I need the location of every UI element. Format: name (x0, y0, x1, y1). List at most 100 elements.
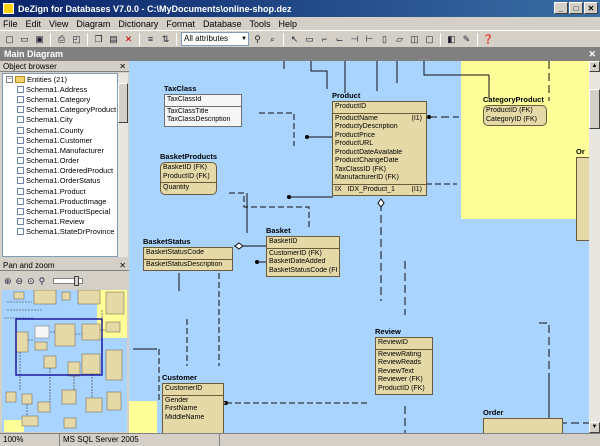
close-button[interactable]: ✕ (584, 2, 598, 14)
diagram-tab[interactable]: Main Diagram (4, 49, 64, 59)
tree-item[interactable]: +Schema1.OrderStatus (3, 176, 117, 186)
attribute-section: CustomerID (FK) BasketDateAdded BasketSt… (267, 249, 339, 277)
zoom-in-icon[interactable]: ⊕ (4, 275, 12, 286)
close-browser-icon[interactable]: ✕ (119, 62, 126, 71)
rectangle-tool-icon[interactable]: ▢ (425, 33, 434, 44)
close-diagram-icon[interactable]: ✕ (588, 49, 596, 59)
entity-box: BasketID (FK) ProductID (FK) Quantity (160, 162, 217, 195)
save-icon[interactable]: ▣ (35, 33, 44, 44)
tree-item[interactable]: +Schema1.Review (3, 217, 117, 227)
tree-item-label: Schema1.Review (26, 217, 85, 227)
entity-review[interactable]: Review ReviewID ReviewRating ReviewReads… (375, 327, 433, 395)
attribute-filter-dropdown[interactable]: All attributes (181, 32, 249, 46)
view-tool-icon[interactable]: ▯ (382, 33, 387, 44)
zoom-slider-knob[interactable] (74, 276, 80, 286)
scroll-thumb[interactable] (589, 89, 600, 129)
tree-item[interactable]: +Schema1.StateDrProvince (3, 227, 117, 237)
menu-view[interactable]: View (49, 18, 69, 29)
tree-item-label: Schema1.OrderedProduct (26, 166, 114, 176)
entity-basketstatus[interactable]: BasketStatus BasketStatusCode BasketStat… (143, 237, 233, 271)
zoom-tool-icon[interactable]: ⚲ (254, 33, 261, 44)
entity-order[interactable]: Order (483, 408, 563, 433)
open-folder-icon[interactable]: ▭ (20, 33, 29, 44)
maximize-button[interactable]: □ (569, 2, 583, 14)
scroll-up-icon[interactable]: ▲ (589, 61, 600, 72)
entity-product[interactable]: Product ProductID ProductName(I1) Produc… (332, 91, 427, 196)
canvas-scrollbar[interactable]: ▲ ▼ (589, 61, 600, 433)
zoom-fit-icon[interactable]: ⊙ (27, 275, 35, 286)
tree-item[interactable]: +Schema1.Customer (3, 135, 117, 145)
zoom-slider[interactable] (53, 276, 84, 286)
tree-item[interactable]: +Schema1.ProductSpecial (3, 206, 117, 216)
entity-customer[interactable]: Customer CustomerID Gender FirstName Mid… (162, 373, 224, 433)
align-icon[interactable]: ≡ (147, 33, 154, 44)
menu-format[interactable]: Format (166, 18, 195, 29)
attribute-row: Reviewer (FK) (378, 376, 423, 383)
entity-name: Product (332, 91, 361, 100)
tree-item-label: Schema1.ProductSpecial (26, 207, 111, 217)
delete-icon[interactable]: ✕ (124, 33, 133, 44)
tree-item[interactable]: +Schema1.Order (3, 156, 117, 166)
print-icon[interactable]: ⎙ (57, 33, 66, 44)
entity-icon (17, 116, 24, 124)
tree-item[interactable]: +Schema1.Product (3, 186, 117, 196)
entity-tool-icon[interactable]: ▭ (305, 33, 314, 44)
menu-database[interactable]: Database (202, 18, 242, 29)
pan-zoom-title: Pan and zoom (3, 261, 55, 270)
attribute-row: Quantity (163, 184, 190, 191)
relation-link-icon[interactable]: ⊣ (350, 33, 359, 44)
diagram-canvas[interactable]: TaxClass TaxClassId TaxClassTitle TaxCla… (129, 61, 589, 433)
scroll-thumb[interactable] (118, 83, 128, 123)
menu-edit[interactable]: Edit (25, 18, 42, 29)
select-tool-icon[interactable]: ↖ (290, 33, 299, 44)
find-icon[interactable]: ⌕ (269, 33, 276, 44)
tree-item[interactable]: +Schema1.ProductImage (3, 196, 117, 206)
paste-icon[interactable]: ▤ (109, 33, 118, 44)
zoom-100-icon[interactable]: ⚲ (38, 275, 46, 286)
pan-overview[interactable] (2, 290, 127, 432)
tree-item[interactable]: +Schema1.City (3, 115, 117, 125)
entity-basketproducts[interactable]: BasketProducts BasketID (FK) ProductID (… (160, 152, 217, 195)
new-file-icon[interactable]: ▢ (5, 33, 14, 44)
menu-dictionary[interactable]: Dictionary (118, 18, 159, 29)
tree-item[interactable]: +Schema1.Category (3, 94, 117, 104)
relation-nonid-icon[interactable]: ⌙ (335, 33, 344, 44)
tree-item[interactable]: +Schema1.OrderedProduct (3, 166, 117, 176)
tree-item[interactable]: +Schema1.Address (3, 84, 117, 94)
tree-item[interactable]: +Schema1.Manufacturer (3, 145, 117, 155)
tree-root[interactable]: − Entities (21) (3, 74, 117, 84)
attribute-section: TaxClassTitle TaxClassDescription (165, 107, 241, 126)
attribute-row: BasketStatusCode (FK) (269, 266, 337, 274)
close-pan-icon[interactable]: ✕ (119, 261, 126, 270)
relation-many-icon[interactable]: ⊢ (365, 33, 374, 44)
entity-taxclass[interactable]: TaxClass TaxClassId TaxClassTitle TaxCla… (164, 84, 242, 127)
menu-tools[interactable]: Tools (249, 18, 271, 29)
image-tool-icon[interactable]: ◫ (410, 33, 419, 44)
attribute-section: Gender FirstName MiddleName (163, 396, 223, 424)
scroll-down-icon[interactable]: ▼ (589, 422, 600, 433)
zoom-out-icon[interactable]: ⊖ (15, 275, 24, 286)
note-tool-icon[interactable]: ▱ (396, 33, 403, 44)
entity-order-clipped[interactable]: Or (576, 147, 589, 241)
preview-icon[interactable]: ◰ (72, 33, 81, 44)
relation-tool-icon[interactable]: ⌐ (321, 33, 328, 44)
collapse-icon[interactable]: − (6, 75, 13, 83)
attribute-row: FirstName (165, 405, 198, 412)
menu-help[interactable]: Help (278, 18, 297, 29)
arrange-icon[interactable]: ⇅ (161, 33, 170, 44)
generate-icon[interactable]: ◧ (447, 33, 456, 44)
help-icon[interactable]: ❓ (482, 33, 495, 44)
entity-basket[interactable]: Basket BasketID CustomerID (FK) BasketDa… (266, 226, 340, 277)
browser-scrollbar[interactable] (118, 73, 128, 257)
attribute-section: Quantity (161, 183, 216, 194)
minimize-button[interactable]: _ (554, 2, 568, 14)
menu-diagram[interactable]: Diagram (76, 18, 111, 29)
toolbar-separator (87, 32, 88, 46)
menu-file[interactable]: File (3, 18, 18, 29)
entity-categoryproduct[interactable]: CategoryProduct ProductID (FK) CategoryI… (483, 95, 547, 126)
entity-tree[interactable]: − Entities (21) +Schema1.Address+Schema1… (2, 73, 118, 257)
tree-item[interactable]: +Schema1.County (3, 125, 117, 135)
copy-icon[interactable]: ❐ (94, 33, 103, 44)
tree-item[interactable]: +Schema1.CategoryProduct (3, 105, 117, 115)
compare-icon[interactable]: ✎ (462, 33, 471, 44)
